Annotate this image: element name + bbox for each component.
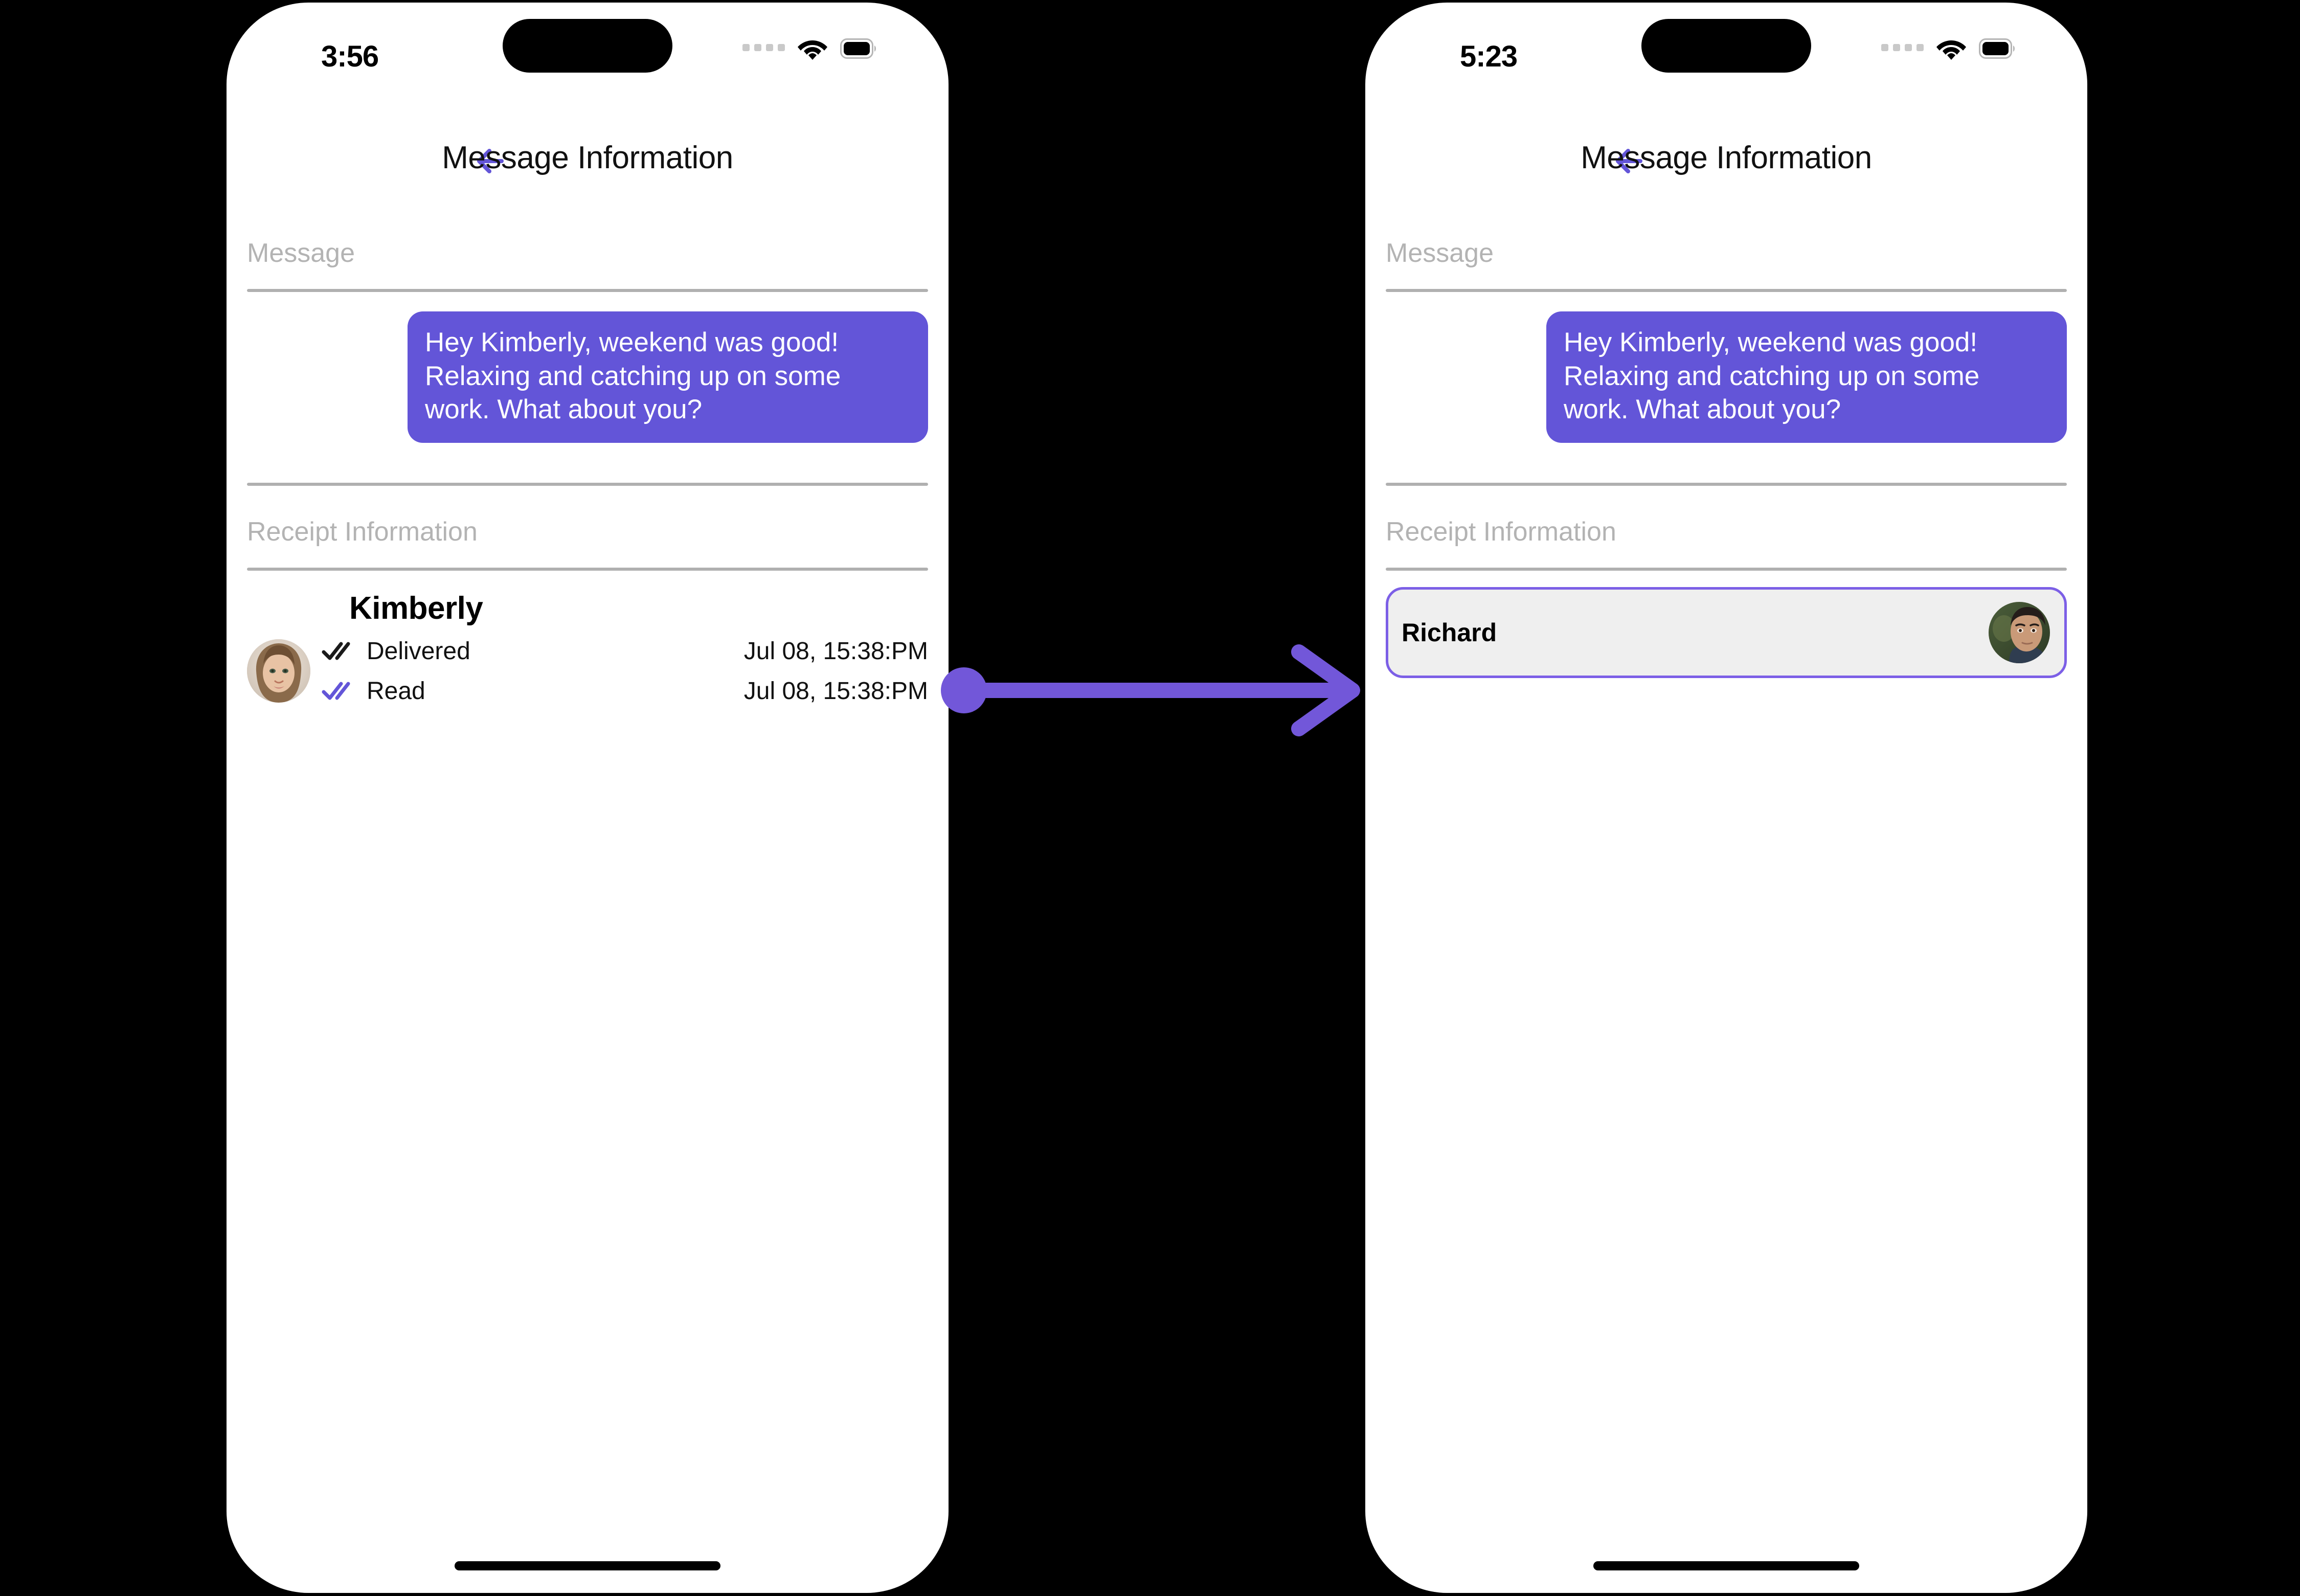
cellular-dots-icon (1881, 44, 1924, 53)
home-indicator[interactable] (1593, 1561, 1859, 1570)
section-divider (247, 568, 928, 571)
receipt-contact-name: Kimberly (349, 591, 483, 626)
section-divider (1386, 568, 2067, 571)
status-time: 3:56 (321, 40, 379, 73)
receipt-row-read: Read Jul 08, 15:38:PM (322, 671, 928, 711)
message-bubble-row: Hey Kimberly, weekend was good! Relaxing… (1365, 292, 2087, 462)
page-title: Message Information (1581, 140, 1872, 175)
message-bubble[interactable]: Hey Kimberly, weekend was good! Relaxing… (408, 311, 928, 443)
contact-card-richard[interactable]: Richard (1386, 587, 2067, 679)
receipt-row-delivered: Delivered Jul 08, 15:38:PM (322, 631, 928, 671)
message-section-label: Message (1386, 238, 1494, 268)
section-divider (1386, 289, 2067, 292)
status-bar-left: 3:56 (227, 3, 949, 79)
receipt-status-list: Delivered Jul 08, 15:38:PM Read Jul 08, … (322, 631, 928, 711)
page-title: Message Information (442, 140, 733, 175)
section-divider (1386, 483, 2067, 486)
screen-content-left: Message Hey Kimberly, weekend was good! … (227, 207, 949, 1593)
double-check-icon (322, 680, 352, 702)
screen-content-right: Message Hey Kimberly, weekend was good! … (1365, 207, 2087, 1593)
cellular-dots-icon (742, 44, 785, 53)
dynamic-island (1641, 19, 1811, 73)
phone-screen-right: 5:23 (1365, 3, 2087, 1593)
battery-full-icon (1979, 38, 2017, 59)
section-divider (247, 483, 928, 486)
message-bubble[interactable]: Hey Kimberly, weekend was good! Relaxing… (1546, 311, 2067, 443)
avatar-kimberly (247, 639, 310, 703)
receipt-status-label: Read (367, 677, 425, 705)
wifi-icon (797, 37, 828, 60)
section-divider (247, 289, 928, 292)
status-bar-right: 5:23 (1365, 3, 2087, 79)
home-indicator[interactable] (455, 1561, 720, 1570)
nav-bar-left: Message Information (227, 130, 949, 197)
receipt-timestamp: Jul 08, 15:38:PM (743, 677, 928, 705)
back-arrow-icon[interactable] (472, 141, 518, 182)
nav-bar-right: Message Information (1365, 130, 2087, 197)
status-icons (742, 37, 878, 60)
receipt-section-label: Receipt Information (247, 517, 478, 547)
transition-arrow (941, 639, 1365, 741)
phone-screen-left: 3:56 (227, 3, 949, 1593)
receipt-timestamp: Jul 08, 15:38:PM (743, 637, 928, 665)
status-icons (1881, 37, 2017, 60)
message-bubble-row: Hey Kimberly, weekend was good! Relaxing… (227, 292, 949, 462)
status-time: 5:23 (1460, 40, 1518, 73)
arrow-head (1291, 644, 1360, 736)
message-section-label: Message (247, 238, 355, 268)
wifi-icon (1936, 37, 1967, 60)
receipt-status-label: Delivered (367, 637, 470, 665)
receipt-entry[interactable]: Kimberly (227, 571, 949, 711)
dynamic-island (503, 19, 672, 73)
back-arrow-icon[interactable] (1611, 141, 1657, 182)
double-check-icon (322, 640, 352, 662)
receipt-section-label: Receipt Information (1386, 517, 1616, 547)
battery-full-icon (840, 38, 878, 59)
avatar-richard (1989, 602, 2050, 664)
contact-card-name: Richard (1402, 618, 1497, 647)
